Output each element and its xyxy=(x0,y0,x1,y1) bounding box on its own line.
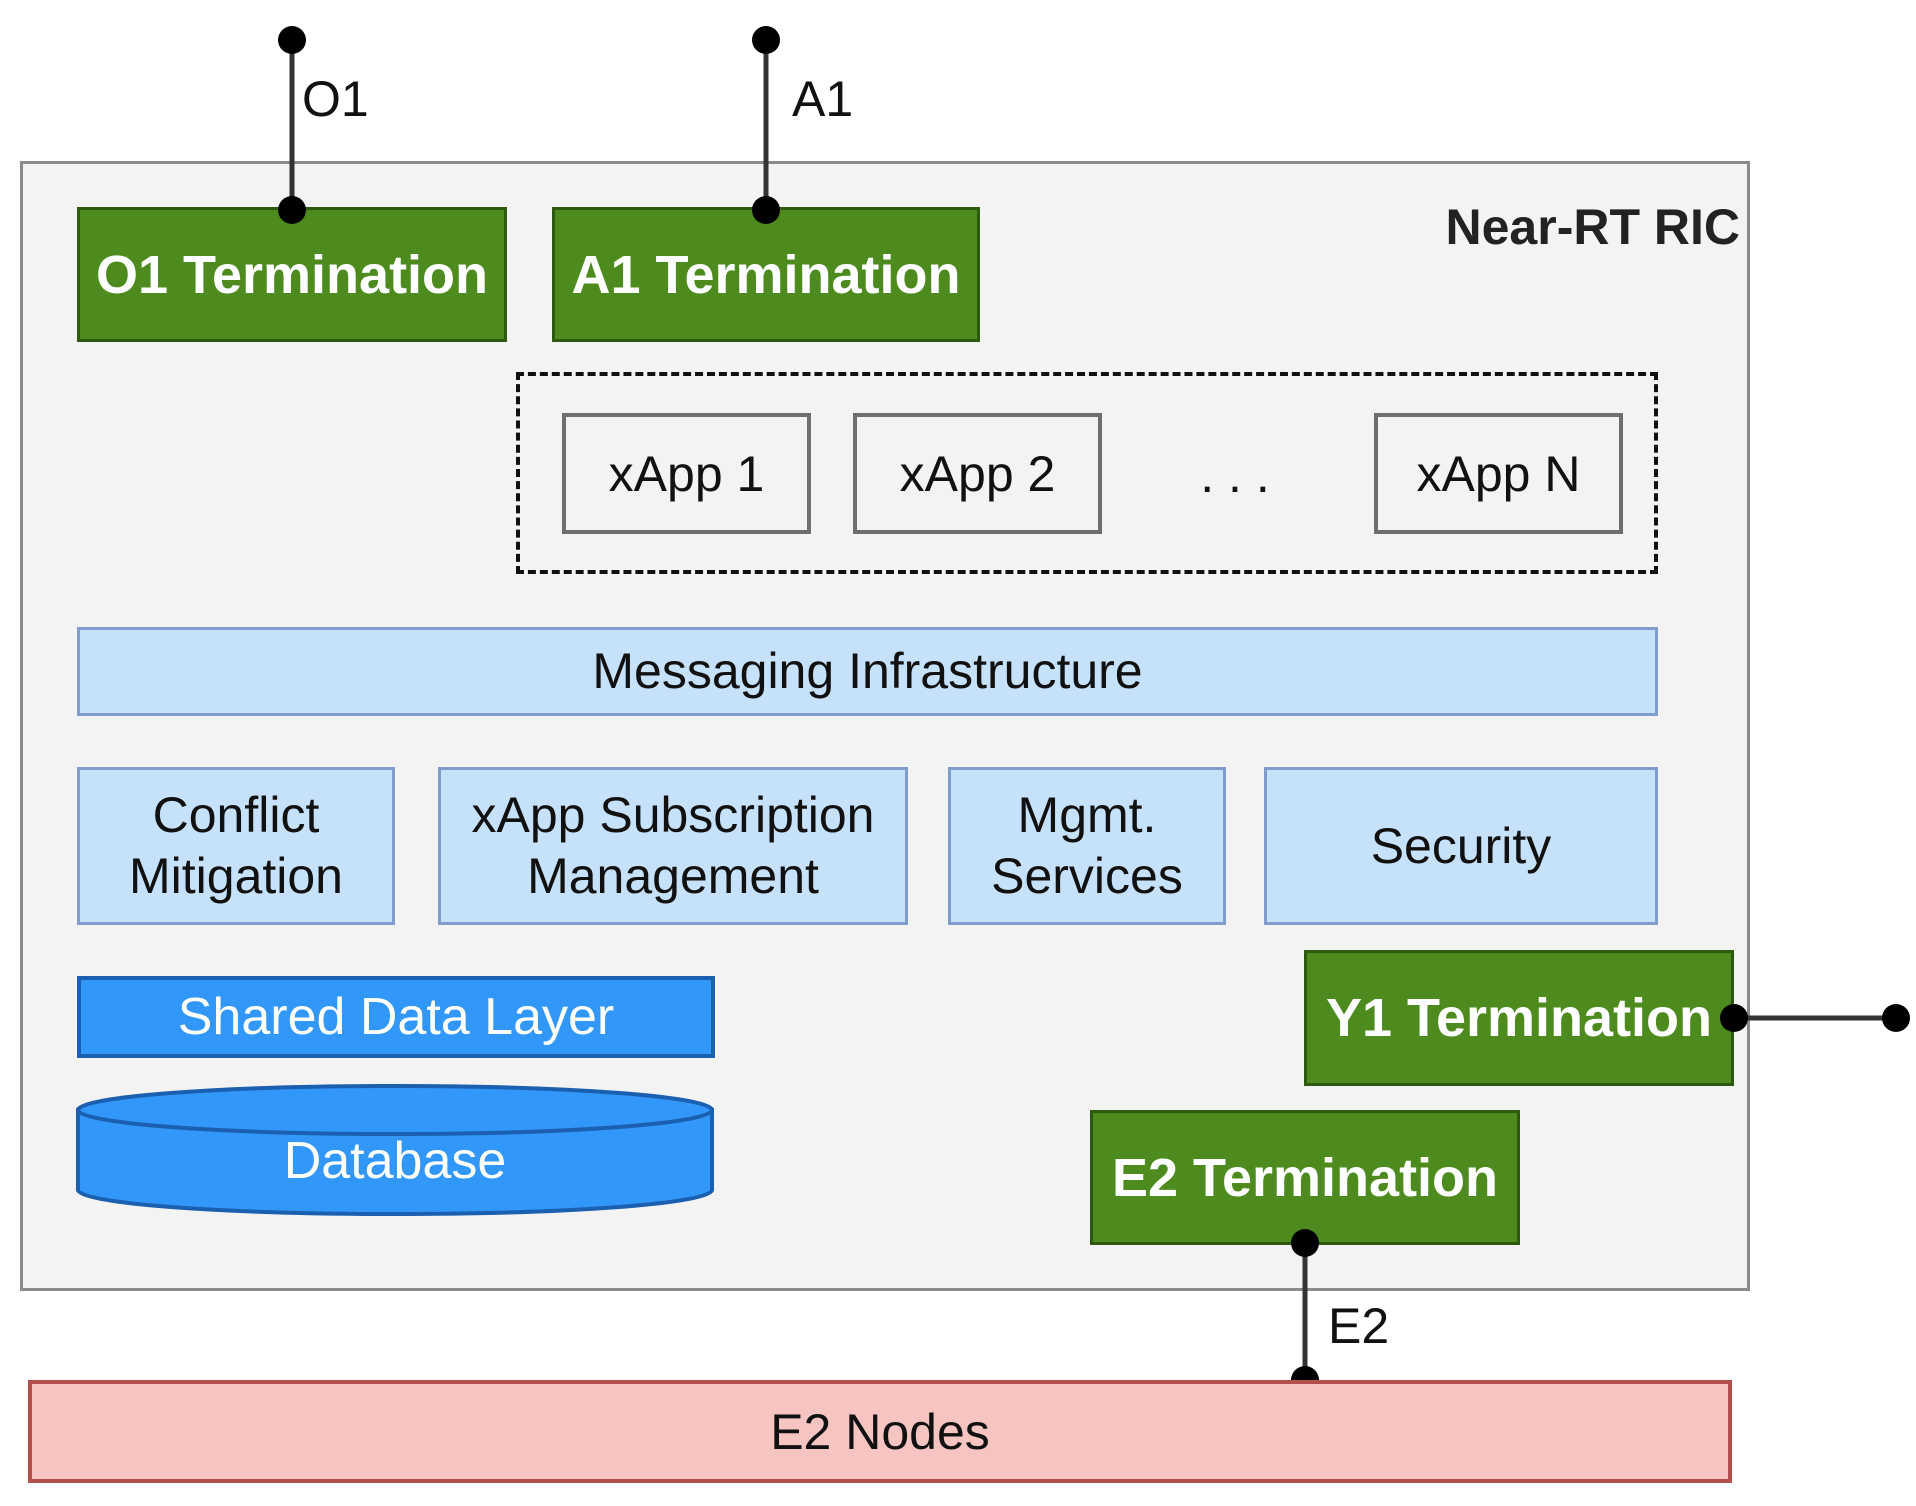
mgmt-services-line1: Mgmt. xyxy=(1017,787,1157,843)
security: Security xyxy=(1264,767,1658,925)
y1-endpoint-dot xyxy=(1882,1004,1910,1032)
o1-endpoint-dot xyxy=(278,26,306,54)
a1-termination-dot xyxy=(752,196,780,224)
mgmt-services-line2: Services xyxy=(991,848,1183,904)
messaging-infrastructure: Messaging Infrastructure xyxy=(77,627,1658,716)
a1-termination: A1 Termination xyxy=(552,207,980,342)
near-rt-ric-title: Near-RT RIC xyxy=(1445,199,1740,255)
o1-termination-dot xyxy=(278,196,306,224)
y1-termination-dot xyxy=(1720,1004,1748,1032)
xapp-n: xApp N xyxy=(1374,413,1623,534)
y1-termination: Y1 Termination xyxy=(1304,950,1734,1086)
database-body xyxy=(76,1108,714,1216)
a1-interface-label: A1 xyxy=(792,71,854,127)
subscription-line2: Management xyxy=(527,848,819,904)
conflict-mitigation-line1: Conflict xyxy=(152,787,320,843)
database-label: Database xyxy=(283,1132,507,1190)
mgmt-services: Mgmt. Services xyxy=(948,767,1226,925)
xapps-ellipsis: . . . xyxy=(1200,447,1270,503)
conflict-mitigation-line2: Mitigation xyxy=(129,848,343,904)
a1-endpoint-dot xyxy=(752,26,780,54)
e2-nodes: E2 Nodes xyxy=(28,1380,1732,1483)
o1-interface-label: O1 xyxy=(302,71,369,127)
conflict-mitigation: Conflict Mitigation xyxy=(77,767,395,925)
shared-data-layer: Shared Data Layer xyxy=(77,976,715,1058)
database-cylinder xyxy=(76,1084,714,1216)
xapps-group xyxy=(516,372,1658,574)
e2-termination: E2 Termination xyxy=(1090,1110,1520,1245)
subscription-line1: xApp Subscription xyxy=(471,787,875,843)
e2-interface-label: E2 xyxy=(1328,1298,1390,1354)
xapp-2: xApp 2 xyxy=(853,413,1102,534)
xapp-subscription-management: xApp Subscription Management xyxy=(438,767,908,925)
xapp-1: xApp 1 xyxy=(562,413,811,534)
database-top xyxy=(76,1084,714,1136)
e2-termination-dot xyxy=(1291,1229,1319,1257)
